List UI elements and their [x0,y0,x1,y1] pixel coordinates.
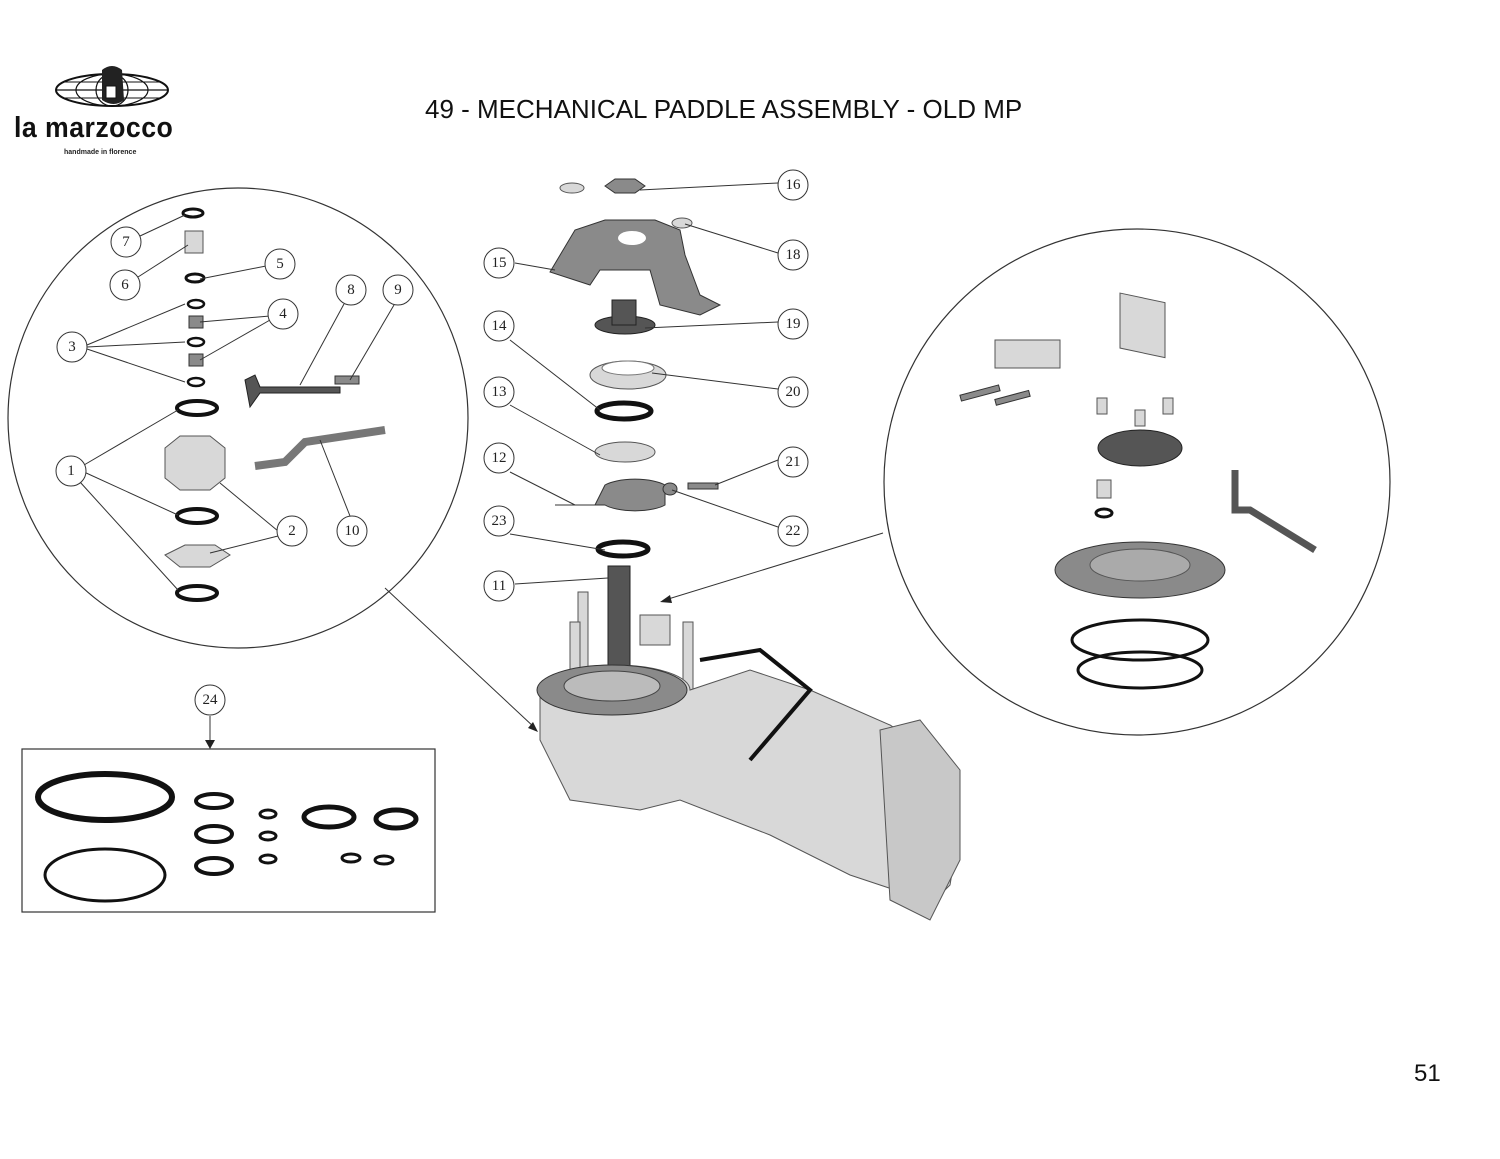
callout-20: 20 [777,376,809,408]
callout-22: 22 [777,515,809,547]
svg-text:18: 18 [786,247,801,263]
callout-4: 4 [267,298,299,330]
seal-kit-box [21,748,436,913]
svg-text:7: 7 [122,234,130,250]
svg-text:12: 12 [492,450,507,466]
callout-18: 18 [777,239,809,271]
page-number: 51 [1414,1060,1441,1087]
callout-19: 19 [777,308,809,340]
svg-text:6: 6 [121,277,129,293]
callout-8: 8 [335,274,367,306]
logo-wordmark: la marzocco [14,112,174,144]
callout-21: 21 [777,446,809,478]
svg-text:8: 8 [347,282,355,298]
svg-text:14: 14 [492,318,508,334]
page-title: 49 - MECHANICAL PADDLE ASSEMBLY - OLD MP [425,94,1023,124]
callout-23: 23 [483,505,515,537]
callout-10: 10 [336,515,368,547]
svg-text:24: 24 [203,692,219,708]
boiler-assembly [536,647,961,921]
main-stack-parts [549,178,722,713]
leader-lines [79,182,779,591]
callout-16: 16 [777,169,809,201]
svg-text:3: 3 [68,339,76,355]
callout-2: 2 [276,515,308,547]
svg-text:22: 22 [786,523,801,539]
svg-text:1: 1 [67,463,75,479]
callout-9: 9 [382,274,414,306]
svg-text:21: 21 [786,454,801,470]
seal-kit-parts [35,771,419,903]
svg-text:15: 15 [492,255,507,271]
callout-7: 7 [110,226,142,258]
svg-text:11: 11 [492,578,506,594]
svg-text:10: 10 [345,523,360,539]
svg-text:4: 4 [279,306,287,322]
callout-13: 13 [483,376,515,408]
svg-text:2: 2 [288,523,296,539]
callout-14: 14 [483,310,515,342]
right-detail-circle [883,228,1391,736]
left-detail-circle [7,187,469,649]
callout-24: 24 [194,684,226,716]
svg-text:9: 9 [394,282,402,298]
svg-text:16: 16 [786,177,802,193]
callout-1: 1 [55,455,87,487]
left-circle-parts [164,207,386,602]
callout-11: 11 [483,570,515,602]
svg-text:23: 23 [492,513,507,529]
right-circle-parts [959,292,1317,690]
logo-tagline: handmade in florence [64,149,137,156]
svg-text:20: 20 [786,384,801,400]
callout-5: 5 [264,248,296,280]
callout-6: 6 [109,269,141,301]
callout-15: 15 [483,247,515,279]
svg-text:13: 13 [492,384,507,400]
globe-lion-emblem-icon [55,66,169,107]
la-marzocco-logo: la marzocco handmade in florence [14,64,204,164]
svg-text:19: 19 [786,316,801,332]
svg-text:5: 5 [276,256,284,272]
callout-12: 12 [483,442,515,474]
callout-3: 3 [56,331,88,363]
